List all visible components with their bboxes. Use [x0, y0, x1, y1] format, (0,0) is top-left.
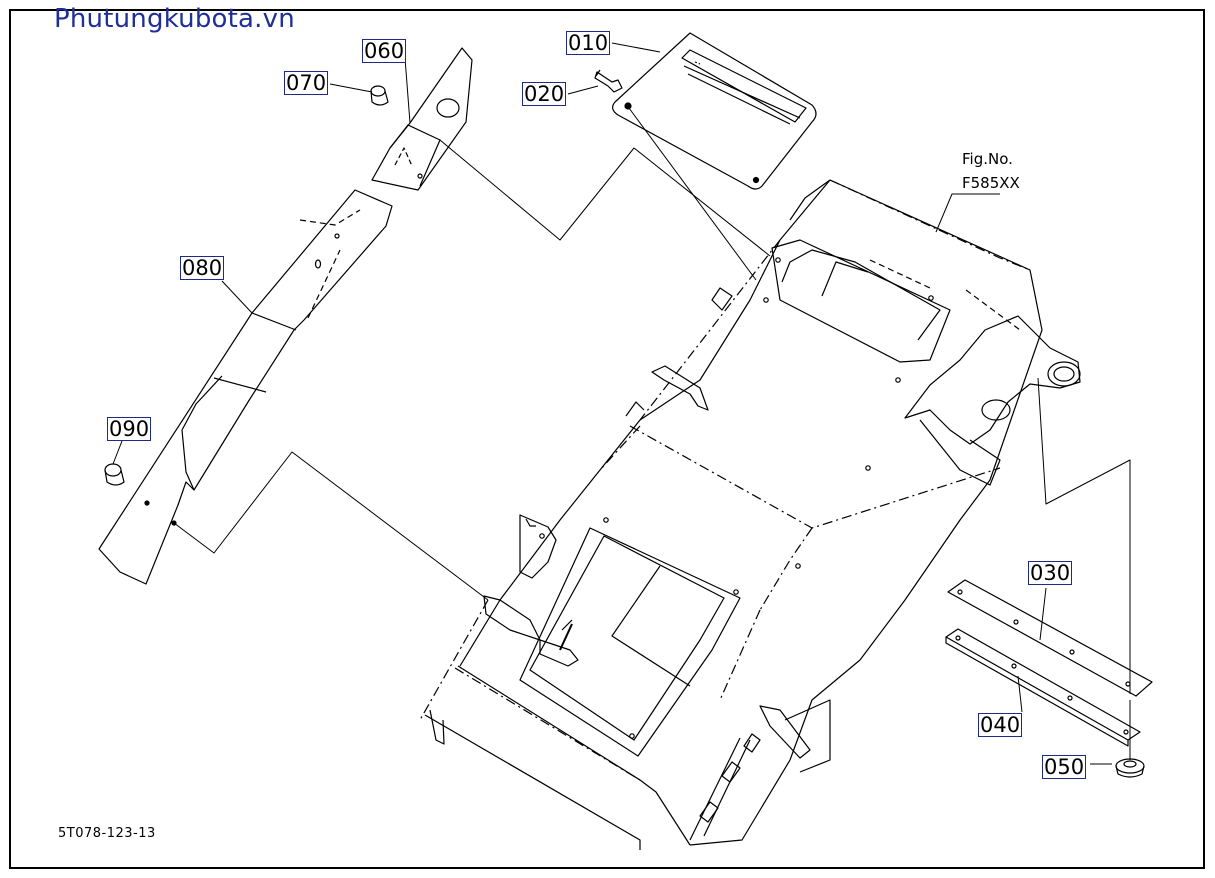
callout-040[interactable]: 040 [978, 713, 1023, 737]
part-040-strip[interactable] [945, 628, 1141, 747]
callout-090[interactable]: 090 [107, 417, 152, 441]
part-090-grommet[interactable] [104, 463, 125, 486]
part-030-strip[interactable] [947, 579, 1153, 697]
part-080-long-panel[interactable] [98, 189, 393, 585]
part-070-grommet[interactable] [370, 85, 389, 106]
drawing-frame [9, 9, 1205, 869]
callout-010[interactable]: 010 [566, 31, 611, 55]
callout-050[interactable]: 050 [1042, 755, 1087, 779]
figure-label: Fig.No. [962, 150, 1013, 168]
part-020-screw[interactable] [594, 69, 623, 93]
assembly-leaders [112, 42, 1131, 765]
callout-070[interactable]: 070 [284, 71, 329, 95]
callout-060[interactable]: 060 [362, 39, 407, 63]
watermark: Phutungkubota.vn [54, 4, 295, 34]
part-050-grommet[interactable] [1115, 758, 1145, 778]
figure-number: F585XX [962, 174, 1020, 192]
main-frame [419, 179, 1081, 850]
callout-020[interactable]: 020 [522, 82, 567, 106]
drawing-code: 5T078-123-13 [58, 826, 156, 841]
callout-030[interactable]: 030 [1028, 561, 1073, 585]
part-060-side-panel[interactable] [371, 47, 473, 191]
part-010-cover-plate[interactable] [612, 32, 817, 190]
callout-080[interactable]: 080 [180, 256, 225, 280]
